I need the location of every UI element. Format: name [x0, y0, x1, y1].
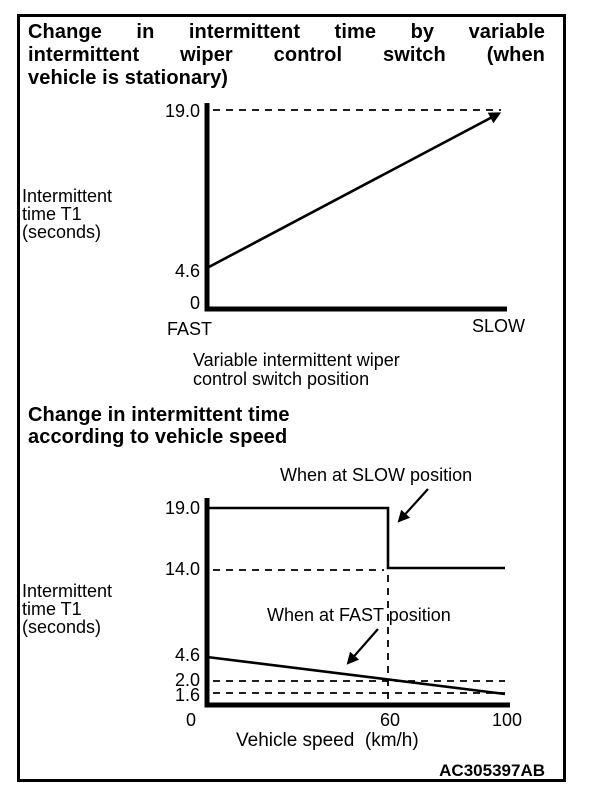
chart1-trend-line-arrow — [206, 112, 502, 270]
chart2-xtick-60: 60 — [379, 710, 401, 730]
chart2-x-axis-caption: Vehicle speed (km/h) — [236, 730, 419, 751]
chart2-ytick-19.0: 19.0 — [164, 498, 200, 518]
chart2-ytick-4.6: 4.6 — [174, 645, 200, 665]
chart1-title-line3: vehicle is stationary) — [28, 67, 229, 89]
figure-code: AC305397AB — [439, 761, 545, 780]
chart2-xtick-100: 100 — [491, 710, 523, 730]
chart2-slow-series-line — [209, 506, 505, 570]
chart2-fast-series-line — [206, 655, 506, 696]
chart2-title: Change in intermittent time according to… — [28, 404, 290, 448]
chart2-axes — [204, 498, 510, 708]
chart1-xtick-fast: FAST — [167, 319, 213, 339]
figure-border-frame — [17, 14, 566, 782]
chart1-ytick-4.6: 4.6 — [174, 261, 200, 281]
chart1-x-axis-caption: Variable intermittent wiper control swit… — [193, 350, 400, 389]
chart1-y-axis-label: Intermittent time T1 (seconds) — [22, 186, 113, 242]
chart1-xtick-slow: SLOW — [472, 316, 526, 336]
chart1-title-line2: intermittent wiper control switch (when — [28, 44, 545, 66]
chart2-fast-annotation-label: When at FAST position — [267, 605, 451, 625]
slow-annotation-arrow — [397, 488, 429, 523]
fast-annotation-arrow — [346, 628, 379, 665]
chart2-ytick-1.6: 1.6 — [174, 685, 200, 705]
chart2-slow-annotation-label: When at SLOW position — [280, 465, 473, 485]
chart2-xtick-0: 0 — [185, 710, 196, 730]
chart2-ytick-2.0: 2.0 — [174, 670, 200, 690]
chart1-ytick-0: 0 — [189, 293, 200, 313]
chart2-y-axis-label: Intermittent time T1 (seconds) — [22, 581, 113, 637]
chart2-ytick-14.0: 14.0 — [164, 559, 200, 579]
chart1-title-line1: Change in intermittent time by variable — [28, 21, 545, 43]
chart1-ytick-19.0: 19.0 — [164, 101, 200, 121]
chart1-axes — [204, 103, 507, 312]
